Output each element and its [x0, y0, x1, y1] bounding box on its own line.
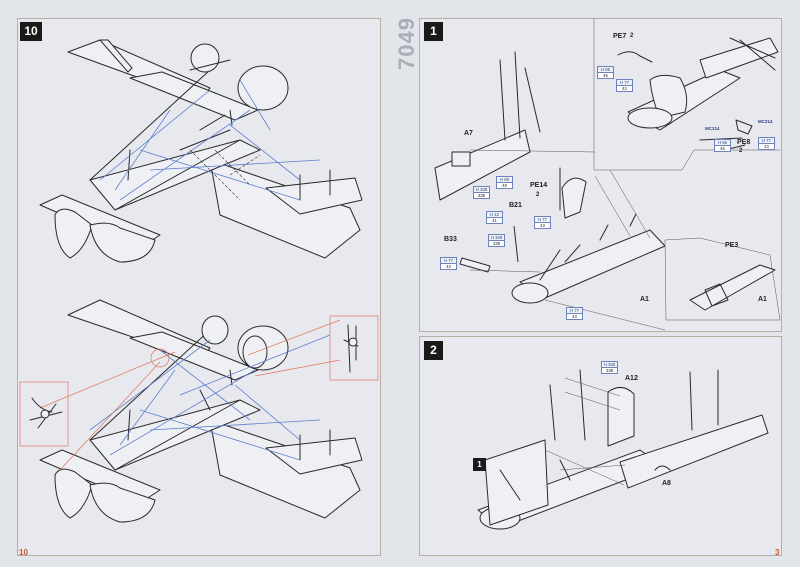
- part-label-a8: A8: [662, 480, 671, 487]
- part-label-pe8-sub: 2: [739, 148, 743, 154]
- page-number-right: 3: [775, 548, 780, 557]
- step-10-badge: 10: [20, 22, 42, 41]
- part-label-b33: B33: [444, 236, 457, 243]
- part-label-pe7: PE7: [613, 33, 627, 40]
- part-label-a1-detail: A1: [758, 296, 767, 303]
- small-label-mc214-a: MC214: [705, 126, 720, 131]
- part-label-b21: B21: [509, 202, 522, 209]
- part-label-pe8: PE8: [737, 139, 751, 146]
- biplane-top-drawing: [39, 39, 363, 263]
- step-2-reference-badge: 1: [473, 458, 486, 471]
- part-label-a12: A12: [625, 375, 638, 382]
- small-label-mc214-b: MC214: [758, 119, 773, 124]
- step-2-badge: 2: [424, 341, 443, 360]
- step-1-badge: 1: [424, 22, 443, 41]
- biplane-bottom-drawing: [19, 299, 379, 523]
- step-2-drawing: [477, 369, 769, 530]
- step-1-drawing: [434, 18, 781, 331]
- part-label-pe3: PE3: [725, 242, 739, 249]
- part-label-a1-main: A1: [640, 296, 649, 303]
- part-label-pe14: PE14: [530, 182, 548, 189]
- page-number-left: 10: [19, 548, 28, 557]
- part-label-pe7-sub: 2: [630, 33, 634, 39]
- part-label-a7: A7: [464, 130, 473, 137]
- part-label-pe14-sub: 2: [536, 192, 540, 198]
